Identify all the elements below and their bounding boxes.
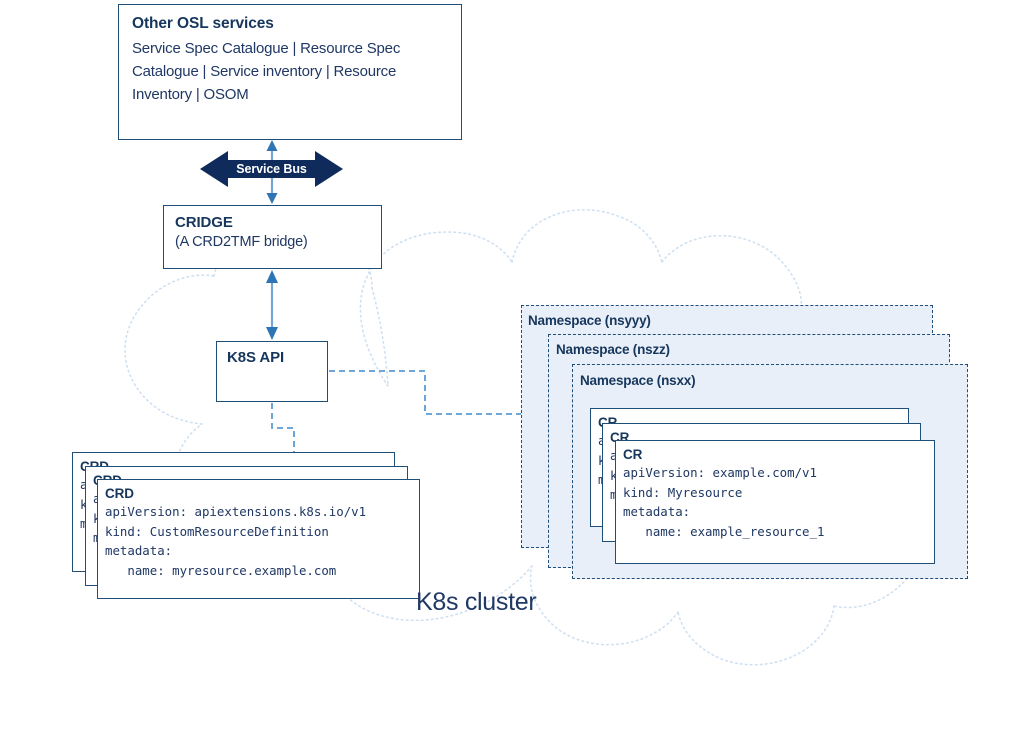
cr-card-title: CR <box>623 447 643 462</box>
crd-card-title: CRD <box>105 486 134 501</box>
crd-card-front: CRD apiVersion: apiextensions.k8s.io/v1 … <box>97 479 420 599</box>
cridge-box: CRIDGE (A CRD2TMF bridge) <box>163 205 382 269</box>
cridge-title: CRIDGE <box>175 214 233 231</box>
service-bus-arrow: Service Bus <box>200 151 343 187</box>
cr-card-yaml: apiVersion: example.com/v1 kind: Myresou… <box>623 465 825 539</box>
k8s-cluster-label: K8s cluster <box>416 588 537 616</box>
cridge-to-k8sapi-connector <box>266 270 278 340</box>
service-bus-label: Service Bus <box>236 162 307 176</box>
namespace-label-nsxx: Namespace (nsxx) <box>580 373 696 388</box>
k8s-api-box: K8S API <box>216 341 328 402</box>
k8s-api-title: K8S API <box>227 349 285 366</box>
namespace-label-nszz: Namespace (nszz) <box>556 342 670 357</box>
namespace-label-nsyyy: Namespace (nsyyy) <box>528 313 651 328</box>
other-osl-services-box: Other OSL services Service Spec Catalogu… <box>118 4 462 140</box>
cridge-subtitle: (A CRD2TMF bridge) <box>175 234 308 250</box>
cr-card-front: CR apiVersion: example.com/v1 kind: Myre… <box>615 440 935 564</box>
crd-card-yaml: apiVersion: apiextensions.k8s.io/v1 kind… <box>105 504 367 578</box>
other-osl-services-title: Other OSL services <box>132 15 274 32</box>
other-osl-services-description: Service Spec Catalogue | Resource Spec C… <box>132 40 401 103</box>
k8sapi-to-namespaces-connector <box>329 370 521 415</box>
k8sapi-to-crds-connector <box>271 403 295 455</box>
